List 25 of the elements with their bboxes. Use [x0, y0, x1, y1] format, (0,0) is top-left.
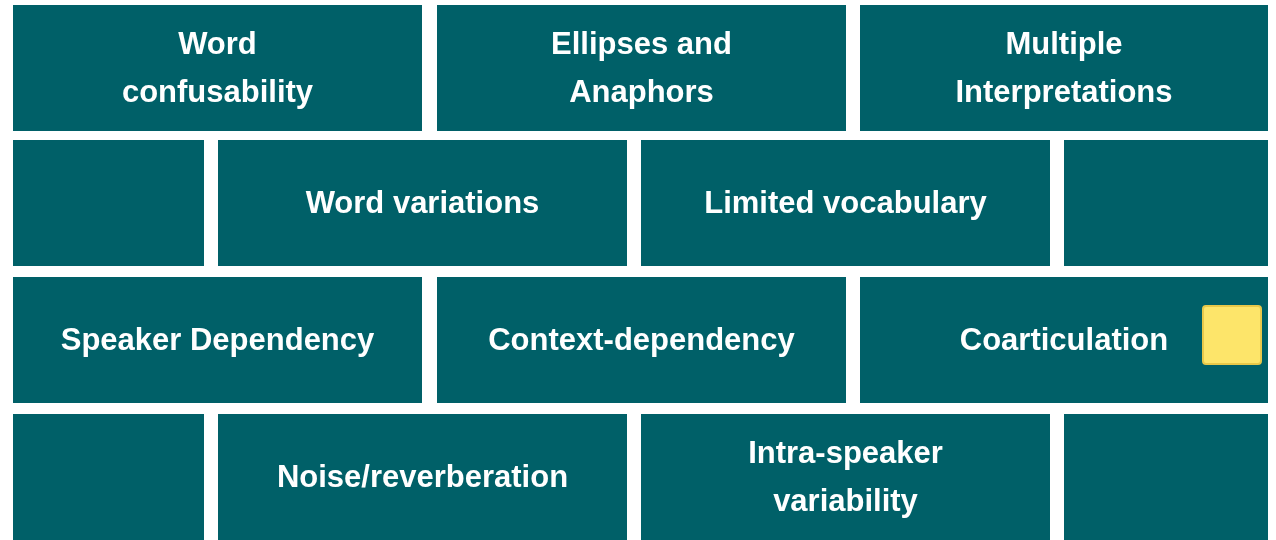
blank-tile: [13, 414, 204, 540]
text-tile: [218, 414, 627, 540]
sticky-note: [1202, 305, 1262, 365]
text-tile: [860, 277, 1268, 403]
text-tile: [860, 5, 1268, 131]
blank-tile: [13, 140, 204, 266]
tile-label: Multiple Interpretations: [954, 25, 1174, 111]
blank-tile: [1064, 140, 1268, 266]
tile-label: Coarticulation: [959, 321, 1169, 359]
tile-label: Context-dependency: [488, 321, 795, 359]
text-tile: [13, 5, 422, 131]
text-tile: [437, 277, 846, 403]
tile-label: Noise/reverberation: [276, 458, 569, 496]
tile-label: Intra-speaker variability: [747, 434, 944, 520]
tile-label: Word variations: [305, 184, 540, 222]
text-tile: [641, 140, 1050, 266]
tile-label: Limited vocabulary: [704, 184, 987, 222]
text-tile: [641, 414, 1050, 540]
text-tile: [13, 277, 422, 403]
text-tile: [218, 140, 627, 266]
tile-label: Word confusability: [120, 25, 315, 111]
blank-tile: [1064, 414, 1268, 540]
tile-label: Ellipses and Anaphors: [550, 25, 733, 111]
text-tile: [437, 5, 846, 131]
tile-label: Speaker Dependency: [60, 321, 375, 359]
